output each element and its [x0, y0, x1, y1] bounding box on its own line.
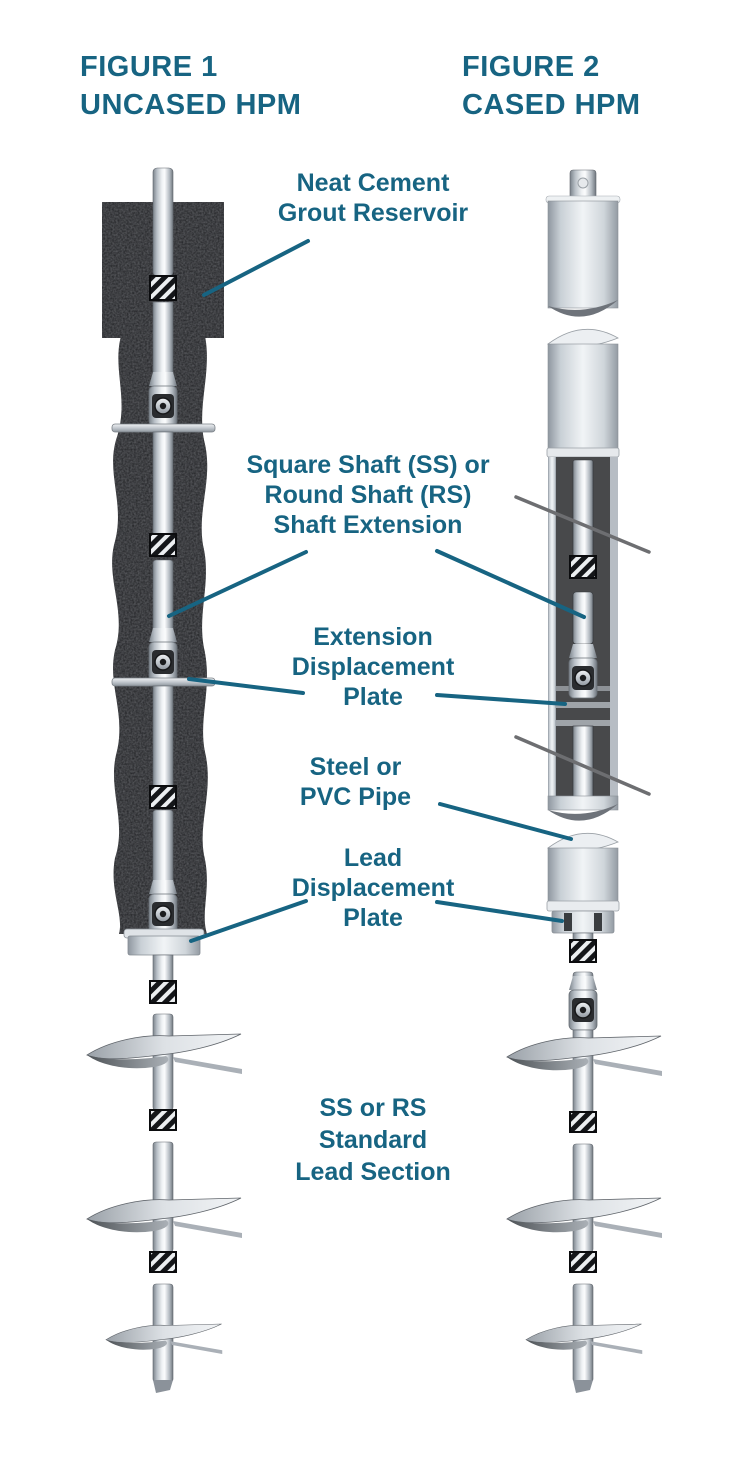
label-line: Lead — [343, 844, 403, 872]
cased-pile-figure — [506, 169, 663, 1393]
casing-rim — [546, 900, 620, 912]
leader-shaft-extension-right — [435, 549, 586, 619]
shaft-tip — [573, 1380, 593, 1393]
figure1-title-line1: FIGURE 1 — [80, 51, 218, 83]
cut-section-lines — [514, 495, 651, 796]
cut-line-lower — [514, 735, 651, 796]
lead-displacement-plate-uncased — [123, 928, 205, 956]
label-line: Displacement — [291, 653, 455, 681]
casing-rim — [546, 447, 620, 458]
leader-neat-cement — [202, 239, 310, 297]
shaft-coupler-bolt — [568, 975, 598, 1031]
extension-displacement-plate-cased-lower — [556, 720, 610, 726]
label-lead-displacement-plate: Lead Displacement Plate — [258, 843, 488, 933]
label-line: Shaft Extension — [273, 511, 463, 539]
casing-lower — [546, 795, 620, 912]
label-line: Plate — [343, 904, 403, 932]
cased-lead-section — [506, 932, 663, 1393]
label-line: Standard — [318, 1126, 428, 1154]
uncased-lead-section — [86, 954, 243, 1393]
figure2-title: FIGURE 2 CASED HPM — [462, 48, 641, 124]
label-line: SS or RS — [319, 1094, 427, 1122]
leader-extension-plate-left — [187, 677, 305, 695]
label-neat-cement-grout-reservoir: Neat Cement Grout Reservoir — [258, 168, 488, 228]
shaft-break-hatch — [149, 275, 177, 301]
label-line: Grout Reservoir — [277, 199, 469, 227]
shaft-break-hatch — [149, 533, 177, 557]
cased-top-stub — [569, 169, 597, 201]
pipe-twist-break — [548, 300, 618, 317]
label-line: PVC Pipe — [299, 783, 412, 811]
label-extension-displacement-plate: Extension Displacement Plate — [258, 622, 488, 712]
label-line: Plate — [343, 683, 403, 711]
casing-upper — [545, 195, 621, 458]
label-ss-or-rs-standard-lead-section: SS or RS Standard Lead Section — [258, 1092, 488, 1188]
label-line: Neat Cement — [296, 169, 450, 197]
extension-displacement-plate-cased — [556, 702, 610, 708]
label-line: Steel or — [309, 753, 402, 781]
leader-lines — [167, 239, 586, 943]
uncased-pile-figure — [86, 167, 243, 1393]
label-shaft-extension: Square Shaft (SS) or Round Shaft (RS) Sh… — [213, 450, 523, 540]
pin-hole — [577, 177, 589, 189]
figure1-title: FIGURE 1 UNCASED HPM — [80, 48, 301, 124]
shaft-break-hatch — [569, 1111, 597, 1133]
shaft-coupler-bolt — [148, 627, 178, 683]
leader-extension-plate-right — [435, 693, 567, 706]
cut-line-upper — [514, 495, 651, 554]
label-line: Extension — [313, 623, 433, 651]
shaft-coupler-bolt — [568, 643, 598, 699]
leader-lead-plate-right — [435, 900, 564, 923]
label-line: Square Shaft (SS) or — [246, 451, 490, 479]
figure2-title-line2: CASED HPM — [462, 89, 641, 121]
label-steel-or-pvc-pipe: Steel or PVC Pipe — [268, 752, 443, 812]
extension-displacement-plate-uncased-upper — [111, 423, 216, 433]
figure1-title-line2: UNCASED HPM — [80, 89, 302, 121]
pipe-twist-break — [548, 804, 618, 821]
leader-shaft-extension-left — [167, 550, 308, 618]
shaft-tip — [153, 1380, 173, 1393]
shaft-break-hatch — [569, 555, 597, 579]
figure2-title-line1: FIGURE 2 — [462, 51, 600, 83]
shaft-break-hatch — [149, 1109, 177, 1131]
leader-lead-plate-left — [189, 899, 308, 943]
leader-steel-pvc-pipe — [438, 802, 573, 841]
shaft-break-hatch — [569, 1251, 597, 1273]
shaft-break-hatch — [149, 1251, 177, 1273]
uncased-shaft — [111, 167, 216, 935]
label-line: Lead Section — [295, 1158, 451, 1186]
shaft-coupler-bolt — [148, 371, 178, 427]
shaft-coupler-bolt — [148, 879, 178, 935]
label-line: Displacement — [291, 874, 455, 902]
label-line: Round Shaft (RS) — [264, 481, 472, 509]
shaft-break-hatch — [149, 785, 177, 809]
shaft-break-hatch — [149, 980, 177, 1004]
casing-cutaway — [548, 457, 618, 799]
shaft-break-hatch — [569, 939, 597, 963]
